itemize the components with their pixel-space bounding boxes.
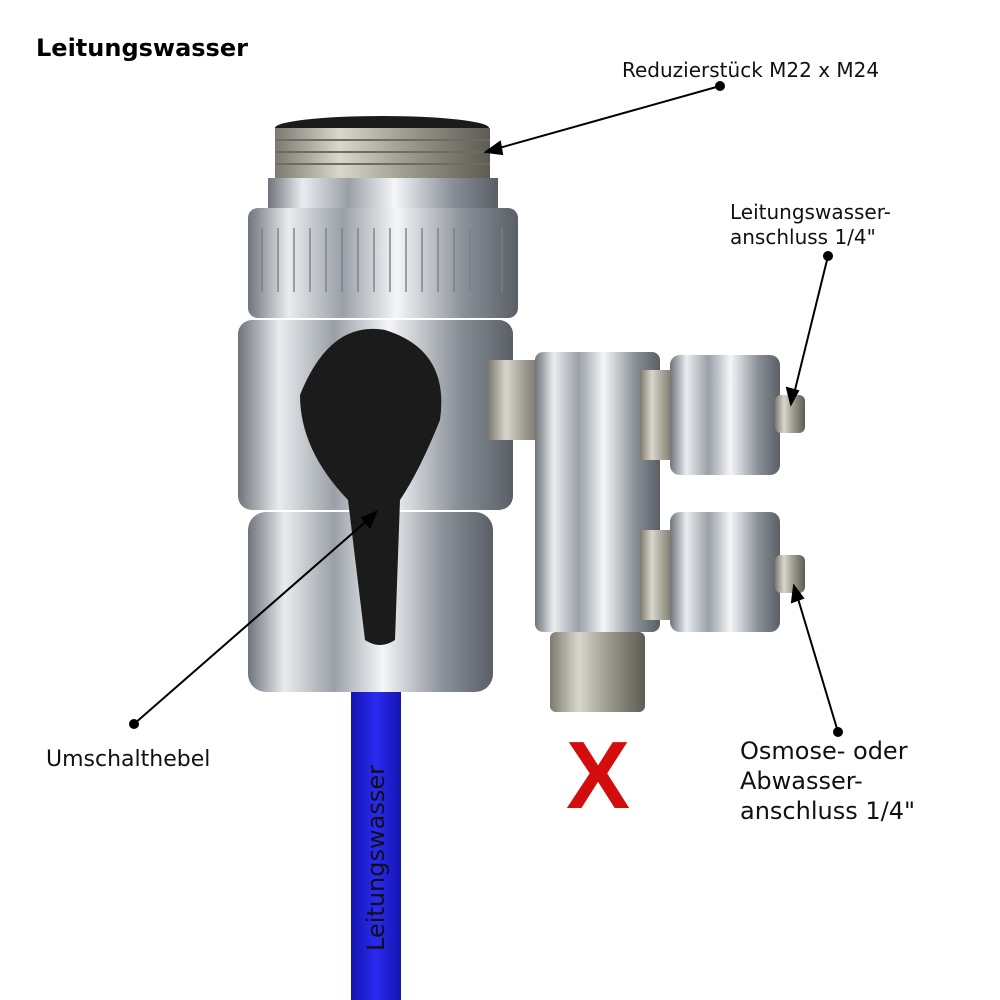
- knurled-nut: [248, 208, 518, 318]
- osmosis-pointer: [795, 591, 839, 733]
- tap-connection-line-1: Leitungswasser-: [730, 200, 891, 224]
- lever-pointer-dot: [129, 719, 139, 729]
- osmosis-arrowhead: [790, 583, 805, 604]
- osmosis-fitting: [640, 512, 805, 632]
- osmosis-pointer-dot: [833, 727, 843, 737]
- reducer-arrowhead: [483, 140, 504, 156]
- osmosis-connection-label: Osmose- oder Abwasser- anschluss 1/4": [740, 736, 915, 826]
- tap-water-fitting: [640, 355, 805, 475]
- osmosis-line-2: Abwasser-: [740, 767, 863, 795]
- page-title: Leitungswasser: [36, 34, 248, 62]
- tap-arrowhead: [785, 386, 800, 407]
- lever-label: Umschalthebel: [46, 747, 211, 772]
- tap-pointer: [792, 255, 829, 399]
- reducer-pointer: [491, 85, 721, 151]
- hose-label: Leitungswasser: [362, 765, 390, 951]
- lever-arrowhead: [360, 510, 378, 529]
- blocked-x-mark: X: [566, 722, 631, 829]
- tap-connection-line-2: anschluss 1/4": [730, 225, 876, 249]
- reducer-label: Reduzierstück M22 x M24: [622, 58, 880, 82]
- reducer-pointer-dot: [715, 81, 725, 91]
- osmosis-line-1: Osmose- oder: [740, 737, 908, 765]
- reducer-fitting: [268, 116, 498, 208]
- branch-connector: [488, 352, 660, 712]
- osmosis-line-3: anschluss 1/4": [740, 797, 916, 825]
- water-hose: [351, 690, 401, 1000]
- tap-connection-label: Leitungswasser- anschluss 1/4": [730, 200, 891, 250]
- switch-lever: [300, 328, 442, 645]
- lever-pointer: [133, 517, 371, 725]
- tap-pointer-dot: [823, 251, 833, 261]
